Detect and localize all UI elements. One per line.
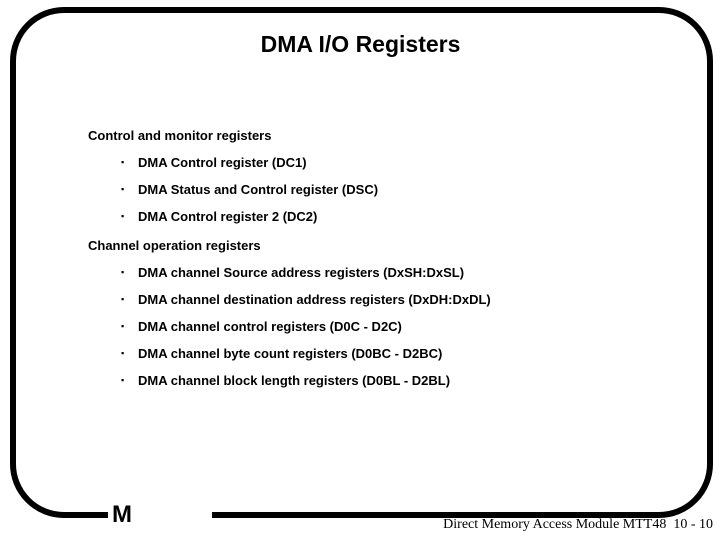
module-logo-m: M xyxy=(112,501,132,528)
list-item: ▪ DMA Status and Control register (DSC) xyxy=(88,176,688,203)
section-channel-operation: Channel operation registers ▪ DMA channe… xyxy=(88,232,688,394)
square-bullet-icon: ▪ xyxy=(121,348,125,358)
list-item-label: DMA Control register 2 (DC2) xyxy=(138,209,318,224)
list-item: ▪ DMA channel destination address regist… xyxy=(88,286,688,313)
section-heading: Channel operation registers xyxy=(88,238,261,253)
border-logo-gap xyxy=(108,506,212,528)
list-item-label: DMA channel byte count registers (D0BC -… xyxy=(138,346,443,361)
slide-body: Control and monitor registers ▪ DMA Cont… xyxy=(88,122,688,394)
list-item-label: DMA Control register (DC1) xyxy=(138,155,307,170)
square-bullet-icon: ▪ xyxy=(121,294,125,304)
slide-border-frame xyxy=(10,7,713,518)
slide-title: DMA I/O Registers xyxy=(260,31,461,57)
list-item-label: DMA channel destination address register… xyxy=(138,292,491,307)
list-item-label: DMA channel Source address registers (Dx… xyxy=(138,265,465,280)
list-item-label: DMA channel control registers (D0C - D2C… xyxy=(138,319,402,334)
square-bullet-icon: ▪ xyxy=(121,211,125,221)
list-item-label: DMA Status and Control register (DSC) xyxy=(138,182,379,197)
square-bullet-icon: ▪ xyxy=(121,157,125,167)
list-item: ▪ DMA Control register 2 (DC2) xyxy=(88,203,688,230)
square-bullet-icon: ▪ xyxy=(121,184,125,194)
list-item: ▪ DMA channel Source address registers (… xyxy=(88,259,688,286)
list-item: ▪ DMA channel control registers (D0C - D… xyxy=(88,313,688,340)
slide-footer: Direct Memory Access Module MTT48 10 - 1… xyxy=(443,517,713,532)
section-control-monitor: Control and monitor registers ▪ DMA Cont… xyxy=(88,122,688,230)
list-item-label: DMA channel block length registers (D0BL… xyxy=(138,373,451,388)
list-item: ▪ DMA channel block length registers (D0… xyxy=(88,367,688,394)
list-item: ▪ DMA Control register (DC1) xyxy=(88,149,688,176)
section-heading: Control and monitor registers xyxy=(88,128,272,143)
square-bullet-icon: ▪ xyxy=(121,375,125,385)
list-item: ▪ DMA channel byte count registers (D0BC… xyxy=(88,340,688,367)
square-bullet-icon: ▪ xyxy=(121,321,125,331)
square-bullet-icon: ▪ xyxy=(121,267,125,277)
